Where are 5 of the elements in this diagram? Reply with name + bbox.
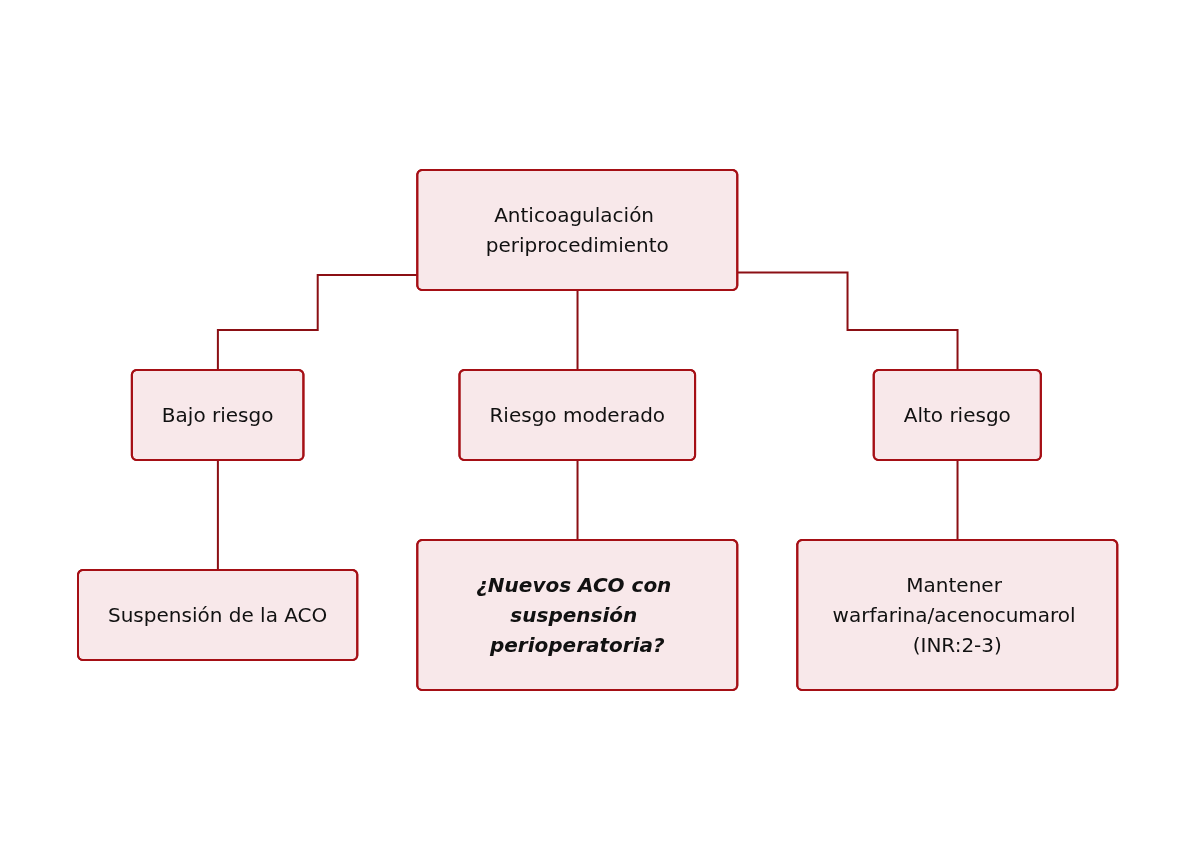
connector [956,459,960,541]
connector [576,289,580,371]
connector [217,459,220,571]
connector [737,271,960,371]
connector [576,459,580,541]
